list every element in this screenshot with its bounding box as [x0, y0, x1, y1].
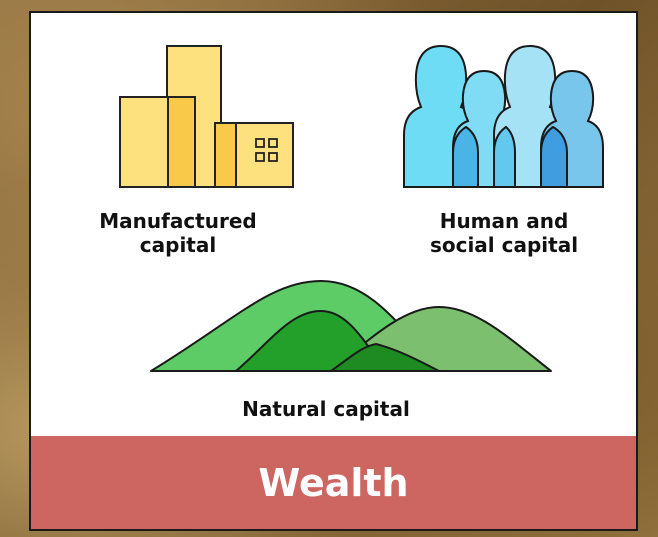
human-social-capital-label: Human and social capital: [429, 209, 579, 257]
diagram-artwork: [119, 44, 604, 372]
people-icon: [403, 44, 604, 188]
buildings-icon: [119, 45, 294, 188]
natural-capital-label: Natural capital: [242, 397, 410, 421]
wealth-label: Wealth: [258, 460, 409, 505]
manufactured-capital-label: Manufactured capital: [99, 209, 257, 257]
wealth-bar: Wealth: [31, 436, 636, 529]
capital-diagram-card: Manufactured capital Human and social ca…: [29, 11, 638, 531]
mountains-icon: [150, 280, 552, 372]
